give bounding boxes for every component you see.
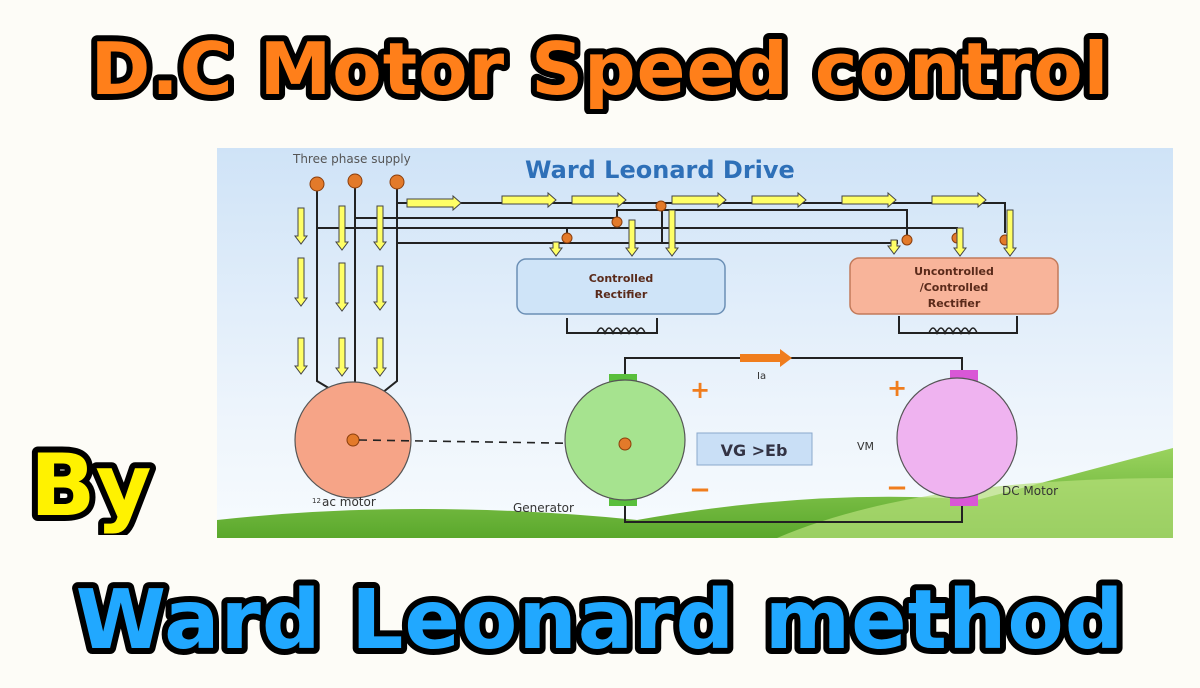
- voltage-condition-box: [696, 432, 813, 466]
- by-outline: By: [30, 436, 152, 535]
- power-flow-arrows: [294, 191, 1017, 377]
- diagram-svg: Ward Leonard Drive Three phase supply: [217, 148, 1173, 538]
- generator-minus-sign: −: [689, 475, 711, 505]
- generator-shaft: [618, 437, 632, 451]
- motor-field-coil-icon: [928, 327, 978, 336]
- ac-motor-label: ac motor: [322, 495, 376, 509]
- motor-minus-sign: −: [886, 473, 908, 503]
- method-fill: Ward Leonard method: [76, 573, 1125, 668]
- generator-plus-sign: +: [690, 376, 710, 404]
- supply-label: Three phase supply: [292, 152, 411, 166]
- method-title: Ward Leonard method Ward Leonard method: [0, 558, 1200, 688]
- ward-leonard-diagram: Ward Leonard Drive Three phase supply: [217, 148, 1173, 538]
- field-coil-icons: [596, 327, 978, 336]
- ac-motor-shaft: [346, 433, 360, 447]
- dc-motor-label: DC Motor: [1002, 484, 1058, 498]
- title-outline: D.C Motor Speed control: [91, 27, 1110, 111]
- uncontrolled-rectifier-line1: Uncontrolled: [914, 265, 994, 278]
- title-fill: D.C Motor Speed control: [91, 27, 1110, 111]
- dc-motor: [896, 377, 1018, 499]
- by-fill: By: [30, 436, 152, 535]
- controlled-rectifier-line1: Controlled: [589, 272, 654, 285]
- by-text-svg: By By: [24, 430, 158, 542]
- armature-current-arrow: [740, 349, 792, 367]
- current-label: Ia: [757, 371, 766, 382]
- controlled-rectifier-line2: Rectifier: [595, 288, 648, 301]
- generator-label: Generator: [513, 501, 574, 515]
- generator-field-coil-icon: [596, 327, 646, 336]
- controlled-rectifier-box: [516, 258, 726, 315]
- method-text-svg: Ward Leonard method Ward Leonard method: [70, 567, 1130, 674]
- uncontrolled-rectifier-line3: Rectifier: [928, 297, 981, 310]
- uncontrolled-rectifier-box: [849, 257, 1059, 315]
- ac-motor-superscript: 12: [312, 497, 321, 505]
- by-label: By By: [20, 425, 220, 555]
- page-title: D.C Motor Speed control D.C Motor Speed …: [0, 14, 1200, 131]
- diagram-heading: Ward Leonard Drive: [525, 156, 795, 184]
- voltage-condition: VG >Eb: [721, 441, 788, 460]
- vm-label: VM: [857, 440, 874, 453]
- motor-plus-sign: +: [887, 374, 907, 402]
- uncontrolled-rectifier-line2: /Controlled: [920, 281, 989, 294]
- title-text-svg: D.C Motor Speed control D.C Motor Speed …: [85, 21, 1115, 117]
- method-outline: Ward Leonard method: [76, 573, 1125, 668]
